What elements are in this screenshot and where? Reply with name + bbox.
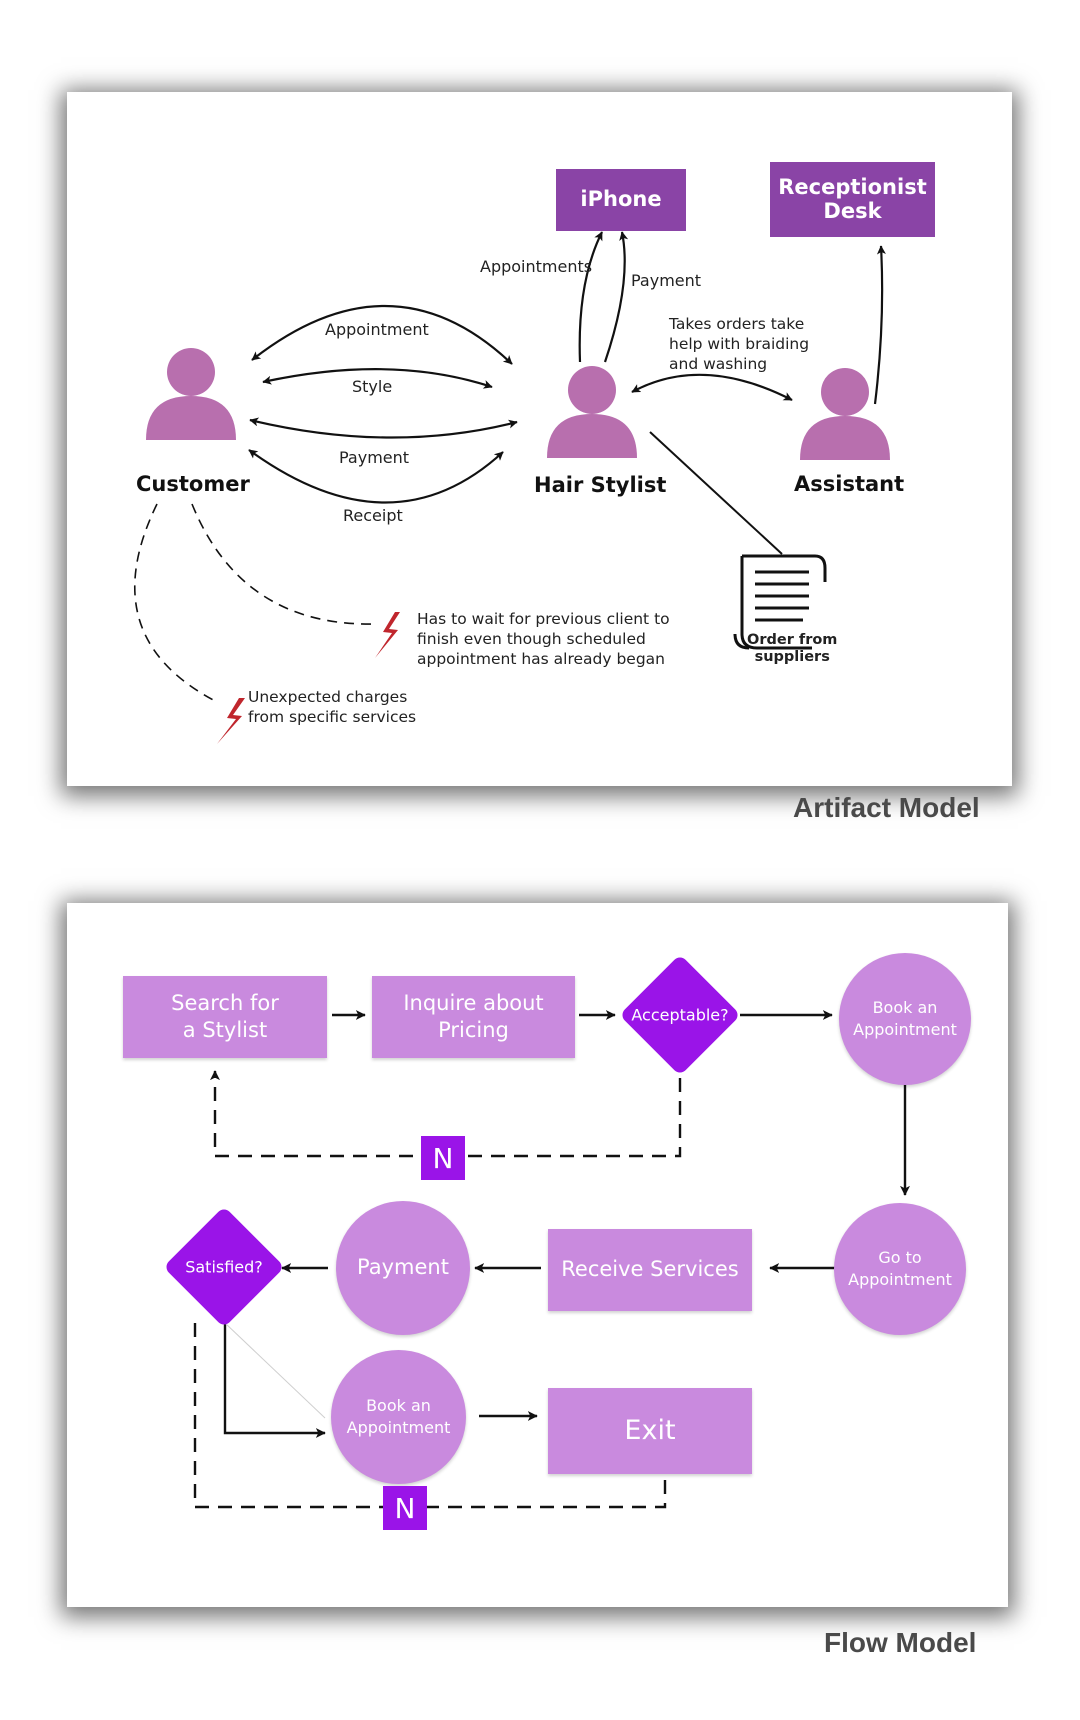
- satisfied-label: Satisfied?: [185, 1257, 263, 1277]
- order-line: [649, 431, 783, 555]
- hair-stylist-name: Hair Stylist: [534, 473, 667, 497]
- go-to-appointment-node: Go to Appointment: [834, 1203, 966, 1335]
- appointments-label: Appointments: [480, 257, 593, 276]
- style-arrow: [262, 368, 493, 389]
- payment-node: Payment: [336, 1201, 470, 1335]
- book-appointment-node-top: Book an Appointment: [839, 953, 971, 1085]
- customer-person-icon: [146, 348, 236, 440]
- artifact-model-card: iPhone Receptionist Desk Customer Hair S…: [67, 92, 1012, 786]
- not-satisfied-loop: [193, 1323, 670, 1509]
- charges-breakdown-line: [133, 503, 218, 703]
- assistant-arrow: [631, 373, 793, 401]
- not-satisfied-badge: N: [383, 1486, 427, 1530]
- style-label: Style: [352, 377, 393, 396]
- payment-arrow: [249, 417, 518, 439]
- not-acceptable-badge: N: [421, 1136, 465, 1180]
- wait-breakdown-note: Has to wait for previous client to finis…: [417, 610, 670, 669]
- satisfied-hairline: [224, 1322, 326, 1419]
- search-stylist-node: Search for a Stylist: [123, 976, 327, 1058]
- flow-model-card: Search for a Stylist Inquire about Prici…: [67, 903, 1008, 1607]
- receive-services-node: Receive Services: [548, 1229, 752, 1311]
- payment-label: Payment: [339, 448, 410, 467]
- flow-connectors: [193, 1010, 910, 1509]
- acceptable-label: Acceptable?: [631, 1005, 729, 1025]
- iphone-artifact: iPhone: [556, 169, 686, 231]
- appointment-label: Appointment: [325, 320, 429, 339]
- charges-breakdown-note: Unexpected charges from specific service…: [248, 688, 417, 727]
- payment-iphone-arrow: [603, 231, 629, 363]
- wait-lightning-icon: [375, 612, 400, 658]
- receipt-label: Receipt: [343, 506, 403, 525]
- satisfied-to-book-arrow: [223, 1323, 326, 1438]
- assistant-name: Assistant: [794, 472, 905, 496]
- order-label: Order from suppliers: [747, 632, 838, 665]
- artifact-model-title: Artifact Model: [793, 792, 980, 823]
- inquire-pricing-node: Inquire about Pricing: [372, 976, 575, 1058]
- book-appointment-node-bottom: Book an Appointment: [331, 1350, 466, 1484]
- artifact-connectors: [133, 231, 890, 744]
- receipt-arrow: [248, 449, 504, 504]
- receptionist-arrow: [873, 245, 886, 405]
- assistant-person-icon: [800, 368, 890, 460]
- stylist-person-icon: [547, 366, 637, 458]
- payment-iphone-label: Payment: [631, 271, 702, 290]
- exit-node: Exit: [548, 1388, 752, 1474]
- appointment-arrow: [251, 304, 513, 365]
- scroll-icon: [733, 554, 827, 650]
- charges-lightning-icon: [217, 698, 245, 744]
- flow-model-title: Flow Model: [824, 1627, 977, 1658]
- customer-name: Customer: [136, 472, 250, 496]
- receptionist-desk-artifact: Receptionist Desk: [770, 162, 935, 237]
- appointments-arrow: [578, 231, 603, 363]
- assistant-tasks-label: Takes orders take help with braiding and…: [669, 315, 810, 374]
